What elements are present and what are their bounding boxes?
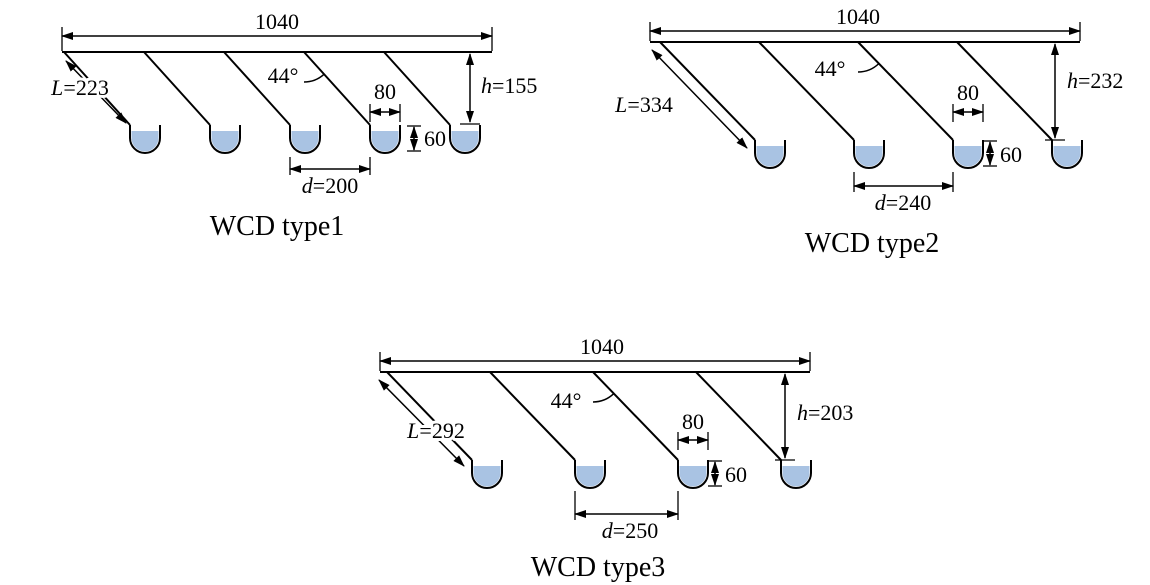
liquid [756, 146, 784, 167]
slant-length-label: L=292 [406, 418, 465, 443]
collector-cup [574, 460, 606, 489]
slant-line [303, 51, 371, 126]
angle-arc [592, 393, 615, 403]
slant-line [386, 371, 473, 461]
liquid [211, 131, 239, 152]
liquid [954, 146, 982, 167]
collector-cup [209, 125, 241, 154]
height-label: h=232 [1067, 68, 1123, 93]
top-width-label: 1040 [255, 9, 299, 34]
angle-label: 44° [551, 388, 582, 413]
slant-length-arrow [65, 60, 127, 124]
slant-line [489, 371, 576, 461]
diagram-wcd-type2: 1040 L=334 44° 80 h=232 60 d=240 WCD typ… [600, 0, 1150, 265]
liquid [855, 146, 883, 167]
slant-line [956, 41, 1053, 141]
spacing-label: d=240 [875, 190, 931, 215]
cup-depth-label: 60 [725, 462, 747, 487]
height-label: h=203 [797, 400, 853, 425]
diagram-wcd-type3: 1040 L=292 44° 80 h=203 60 d=250 WCD typ… [330, 330, 880, 585]
caption: WCD type1 [210, 211, 345, 242]
slant-line [223, 51, 291, 126]
collector-cup [677, 460, 709, 489]
cup-width-label: 80 [682, 409, 704, 434]
cup-depth-label: 60 [1000, 142, 1022, 167]
collector-cup [289, 125, 321, 154]
angle-label: 44° [815, 56, 846, 81]
liquid [451, 131, 479, 152]
dimensions: 1040 L=223 44° 80 h=155 60 d=200 [47, 9, 537, 198]
collector-cup [952, 140, 984, 169]
cups [471, 460, 812, 489]
dimensions: 1040 L=334 44° 80 h=232 60 d=240 [611, 4, 1123, 215]
liquid [1053, 146, 1081, 167]
top-width-label: 1040 [836, 4, 880, 29]
liquid [131, 131, 159, 152]
structure [650, 41, 1080, 141]
wcd-type2-drawing: 1040 L=334 44° 80 h=232 60 d=240 WCD typ… [611, 4, 1123, 259]
collector-cup [129, 125, 161, 154]
slant-length-label: L=334 [614, 92, 673, 117]
liquid [679, 466, 707, 487]
dimensions: 1040 L=292 44° 80 h=203 60 d=250 [378, 334, 853, 543]
cup-depth-label: 60 [424, 126, 446, 151]
liquid [782, 466, 810, 487]
cups [129, 125, 481, 154]
wcd-type1-drawing: 1040 L=223 44° 80 h=155 60 d=200 WCD typ… [47, 9, 537, 242]
spacing-label: d=200 [302, 173, 358, 198]
collector-cup [369, 125, 401, 154]
slant-line [659, 41, 756, 141]
diagram-wcd-type1: 1040 L=223 44° 80 h=155 60 d=200 WCD typ… [40, 5, 560, 255]
slant-length-arrow [378, 379, 465, 467]
cups [754, 140, 1083, 169]
angle-arc [303, 73, 325, 83]
collector-cup [780, 460, 812, 489]
slant-line [695, 371, 782, 461]
caption: WCD type3 [531, 552, 666, 583]
cup-width-label: 80 [957, 80, 979, 105]
spacing-label: d=250 [602, 518, 658, 543]
liquid [576, 466, 604, 487]
angle-label: 44° [268, 63, 299, 88]
slant-line [592, 371, 679, 461]
slant-line [758, 41, 855, 141]
collector-cup [853, 140, 885, 169]
collector-cup [754, 140, 786, 169]
slant-line [143, 51, 211, 126]
liquid [371, 131, 399, 152]
caption: WCD type2 [805, 228, 940, 259]
height-label: h=155 [481, 73, 537, 98]
liquid [473, 466, 501, 487]
slant-line [383, 51, 451, 126]
wcd-type3-drawing: 1040 L=292 44° 80 h=203 60 d=250 WCD typ… [378, 334, 853, 583]
slant-length-label: L=223 [50, 75, 109, 100]
cup-width-label: 80 [374, 79, 396, 104]
slant-length-arrow [651, 49, 748, 149]
liquid [291, 131, 319, 152]
collector-cup [449, 125, 481, 154]
top-width-label: 1040 [580, 334, 624, 359]
collector-cup [1051, 140, 1083, 169]
angle-arc [857, 62, 880, 73]
slant-line [857, 41, 954, 141]
collector-cup [471, 460, 503, 489]
